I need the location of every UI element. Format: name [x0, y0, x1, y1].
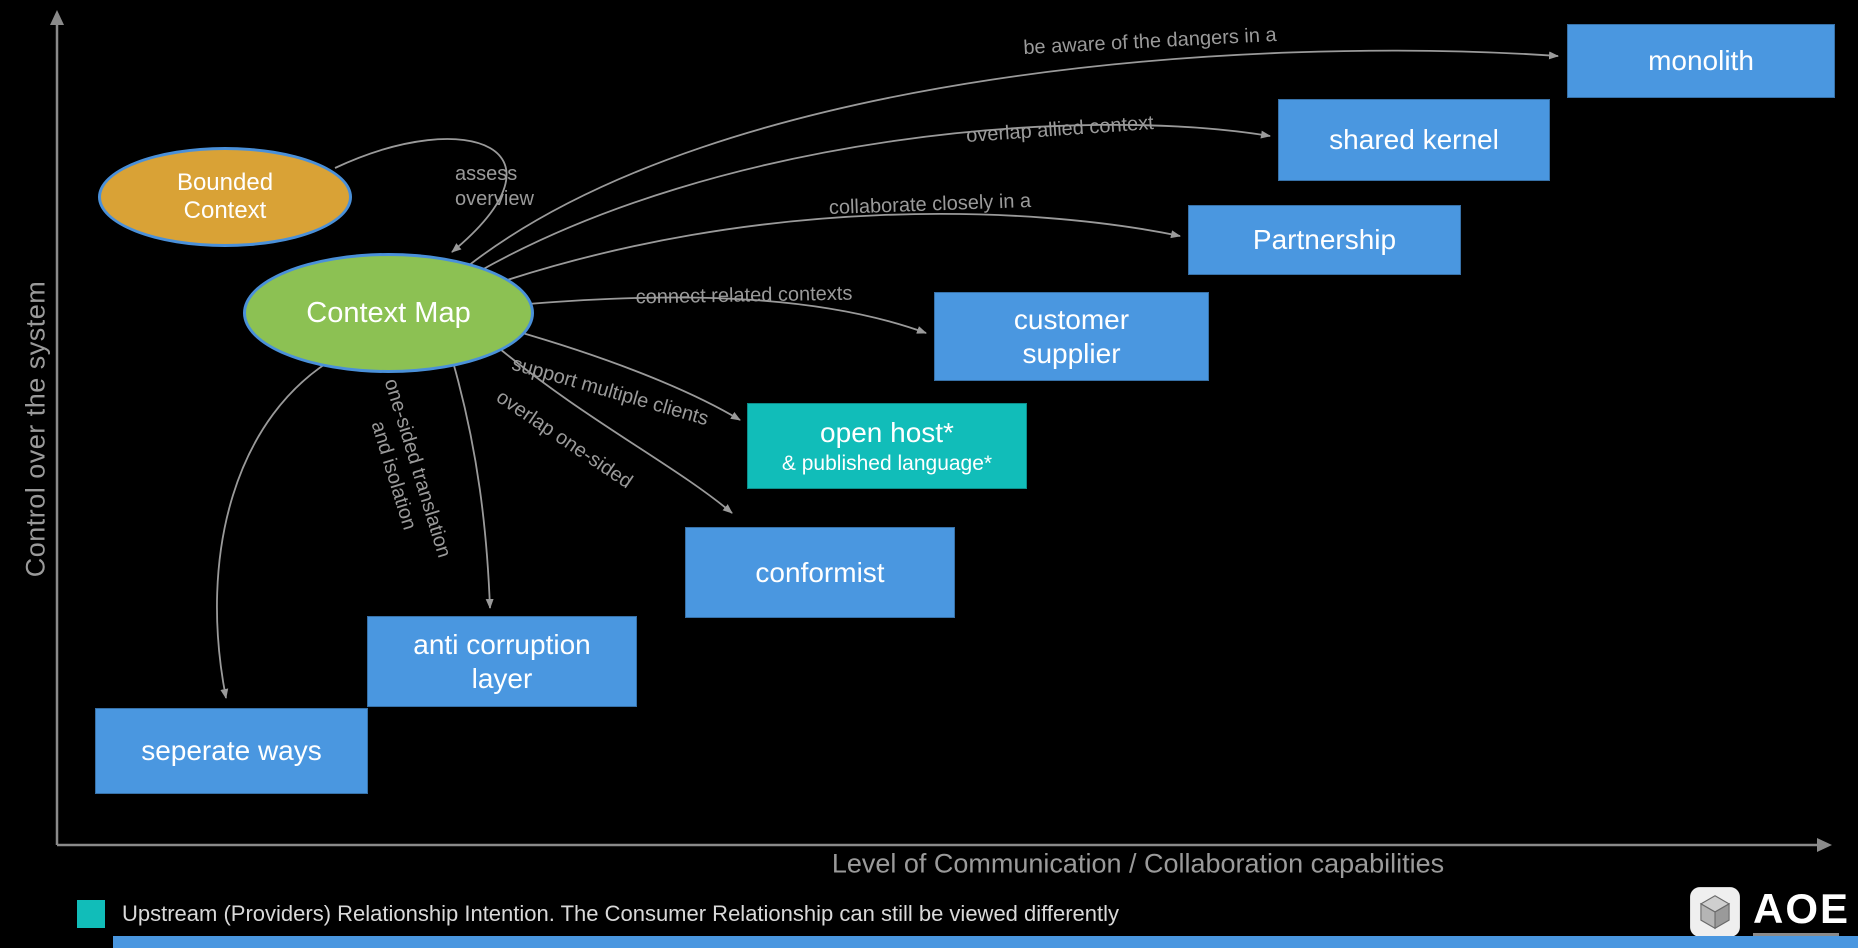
bottom-accent-bar: [113, 936, 1858, 948]
arrow-to-open-host: [511, 329, 741, 421]
arrow-to-anti-corruption-layer: [452, 361, 494, 609]
pattern-box-separate-ways: seperate ways: [95, 708, 368, 794]
aoe-logo-tagline: [1753, 933, 1839, 936]
aoe-wordmark: AOE: [1753, 888, 1850, 936]
aoe-logo-text: AOE: [1753, 885, 1851, 932]
arrow-assess-overview-loop: [334, 138, 508, 253]
context-map-node: Context Map: [243, 253, 534, 373]
bounded-context-node: Bounded Context: [98, 147, 352, 247]
pattern-box-anti-corruption-layer: anti corruption layer: [367, 616, 637, 707]
context-map-label: Context Map: [306, 296, 471, 329]
y-axis-label: Control over the system: [20, 280, 51, 578]
relationship-arrows: [216, 49, 1559, 699]
arrow-to-shared-kernel: [477, 123, 1271, 273]
axes: [50, 10, 1832, 852]
pattern-box-shared-kernel: shared kernel: [1278, 99, 1550, 181]
arrow-to-monolith: [467, 49, 1559, 267]
pattern-box-sublabel: & published language*: [781, 452, 993, 476]
pattern-box-label: customer supplier: [1013, 303, 1130, 369]
pattern-box-open-host: open host* & published language*: [747, 403, 1027, 489]
y-axis-arrowhead-icon: [50, 10, 64, 25]
aoe-cube-icon: [1690, 887, 1740, 937]
pattern-box-conformist: conformist: [685, 527, 955, 618]
pattern-box-customer-supplier: customer supplier: [934, 292, 1209, 381]
legend-text: Upstream (Providers) Relationship Intent…: [122, 901, 1120, 926]
arrow-to-partnership: [491, 213, 1181, 286]
legend-upstream-swatch: [77, 900, 105, 928]
arrow-to-conformist: [493, 343, 733, 514]
pattern-box-partnership: Partnership: [1188, 205, 1461, 275]
bounded-context-label: Bounded Context: [176, 169, 274, 224]
aoe-logo: AOE: [1689, 886, 1850, 938]
arrow-to-separate-ways: [216, 355, 339, 699]
pattern-box-label: seperate ways: [141, 735, 322, 767]
arrow-to-customer-supplier: [527, 296, 927, 334]
pattern-box-label: open host*: [820, 416, 954, 448]
legend: Upstream (Providers) Relationship Intent…: [77, 900, 1119, 928]
x-axis-label: Level of Communication / Collaboration c…: [831, 848, 1445, 879]
pattern-box-label: monolith: [1648, 45, 1754, 77]
pattern-box-label: conformist: [755, 556, 885, 588]
pattern-box-label: Partnership: [1252, 224, 1397, 256]
pattern-box-monolith: monolith: [1567, 24, 1835, 98]
edge-label-assess-overview: assess overview: [455, 163, 534, 210]
x-axis-arrowhead-icon: [1817, 838, 1832, 852]
pattern-box-label: shared kernel: [1329, 124, 1499, 156]
edge-label-customer-supplier: connect related contexts: [635, 282, 853, 309]
pattern-box-label: anti corruption layer: [413, 628, 591, 694]
